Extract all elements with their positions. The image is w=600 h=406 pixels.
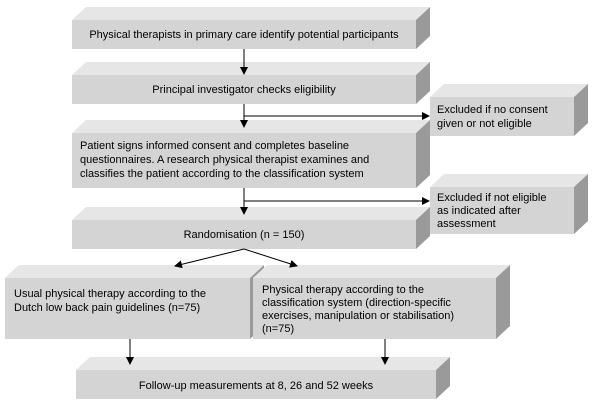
box-side — [574, 174, 588, 234]
box-front — [5, 278, 250, 339]
box-top — [72, 207, 430, 220]
box-top — [76, 357, 450, 370]
connectors — [126, 49, 430, 365]
box-line: Principal investigator checks eligibilit… — [152, 84, 336, 96]
box-randomisation-text: Randomisation (n = 150) — [184, 229, 305, 241]
box-line: Follow-up measurements at 8, 26 and 52 w… — [139, 380, 374, 392]
box-front — [72, 220, 416, 249]
box-line: as indicated after — [437, 205, 521, 217]
box-top — [72, 120, 430, 133]
box-usual-care-text: Usual physical therapy according to the … — [14, 288, 209, 314]
box-randomisation: Randomisation (n = 150) — [72, 207, 430, 249]
box-classification-therapy-text: Physical therapy according to the classi… — [262, 284, 457, 335]
box-front — [253, 278, 496, 339]
box-line: Patient signs informed consent and compl… — [80, 140, 349, 152]
box-top — [72, 62, 430, 75]
box-side — [416, 120, 430, 188]
box-front — [430, 97, 574, 136]
box-top — [430, 174, 588, 187]
box-line: Excluded if no consent — [437, 104, 548, 116]
box-line: Usual physical therapy according to the — [14, 288, 206, 300]
box-front — [76, 370, 436, 399]
box-excluded-1-text: Excluded if no consent given or not elig… — [437, 104, 551, 130]
box-line: questionnaires. A research physical ther… — [80, 154, 369, 166]
box-excluded-2-text: Excluded if not eligible as indicated af… — [437, 192, 550, 230]
box-consent-text: Patient signs informed consent and compl… — [80, 140, 372, 180]
arrow-randomisation-to-classification — [243, 248, 298, 268]
box-front — [72, 75, 416, 104]
box-line: Physical therapists in primary care iden… — [89, 29, 399, 41]
box-top — [5, 265, 264, 278]
box-top — [430, 84, 588, 97]
box-line: assessment — [437, 218, 496, 230]
box-eligibility-text: Principal investigator checks eligibilit… — [152, 84, 336, 96]
box-followup-text: Follow-up measurements at 8, 26 and 52 w… — [139, 380, 374, 392]
box-side — [436, 357, 450, 399]
box-top — [253, 265, 510, 278]
box-line: exercises, manipulation or stabilisation… — [262, 310, 454, 322]
box-identify: Physical therapists in primary care iden… — [72, 7, 430, 49]
box-eligibility: Principal investigator checks eligibilit… — [72, 62, 430, 104]
box-line: Physical therapy according to the — [262, 284, 424, 296]
box-side — [416, 207, 430, 249]
box-line: Excluded if not eligible — [437, 192, 546, 204]
arrow-randomisation-to-usual — [174, 248, 245, 269]
box-side — [496, 265, 510, 339]
box-line: (n=75) — [262, 323, 294, 335]
box-line: classifies the patient according to the … — [80, 168, 364, 180]
box-line: Randomisation (n = 150) — [184, 229, 305, 241]
box-usual-care: Usual physical therapy according to the … — [5, 265, 264, 339]
box-line: given or not eligible — [437, 118, 532, 130]
box-followup: Follow-up measurements at 8, 26 and 52 w… — [76, 357, 450, 399]
box-side — [416, 7, 430, 49]
box-front — [72, 20, 416, 49]
box-line: Dutch low back pain guidelines (n=75) — [14, 302, 200, 314]
box-consent: Patient signs informed consent and compl… — [72, 120, 430, 188]
box-identify-text: Physical therapists in primary care iden… — [89, 29, 399, 41]
box-front — [430, 187, 574, 234]
box-excluded-1: Excluded if no consent given or not elig… — [430, 84, 588, 136]
box-classification-therapy: Physical therapy according to the classi… — [253, 265, 510, 339]
box-excluded-2: Excluded if not eligible as indicated af… — [430, 174, 588, 234]
box-line: classification system (direction-specifi… — [262, 297, 451, 309]
box-side — [416, 62, 430, 104]
box-top — [72, 7, 430, 20]
box-front — [72, 133, 416, 188]
box-side — [574, 84, 588, 136]
